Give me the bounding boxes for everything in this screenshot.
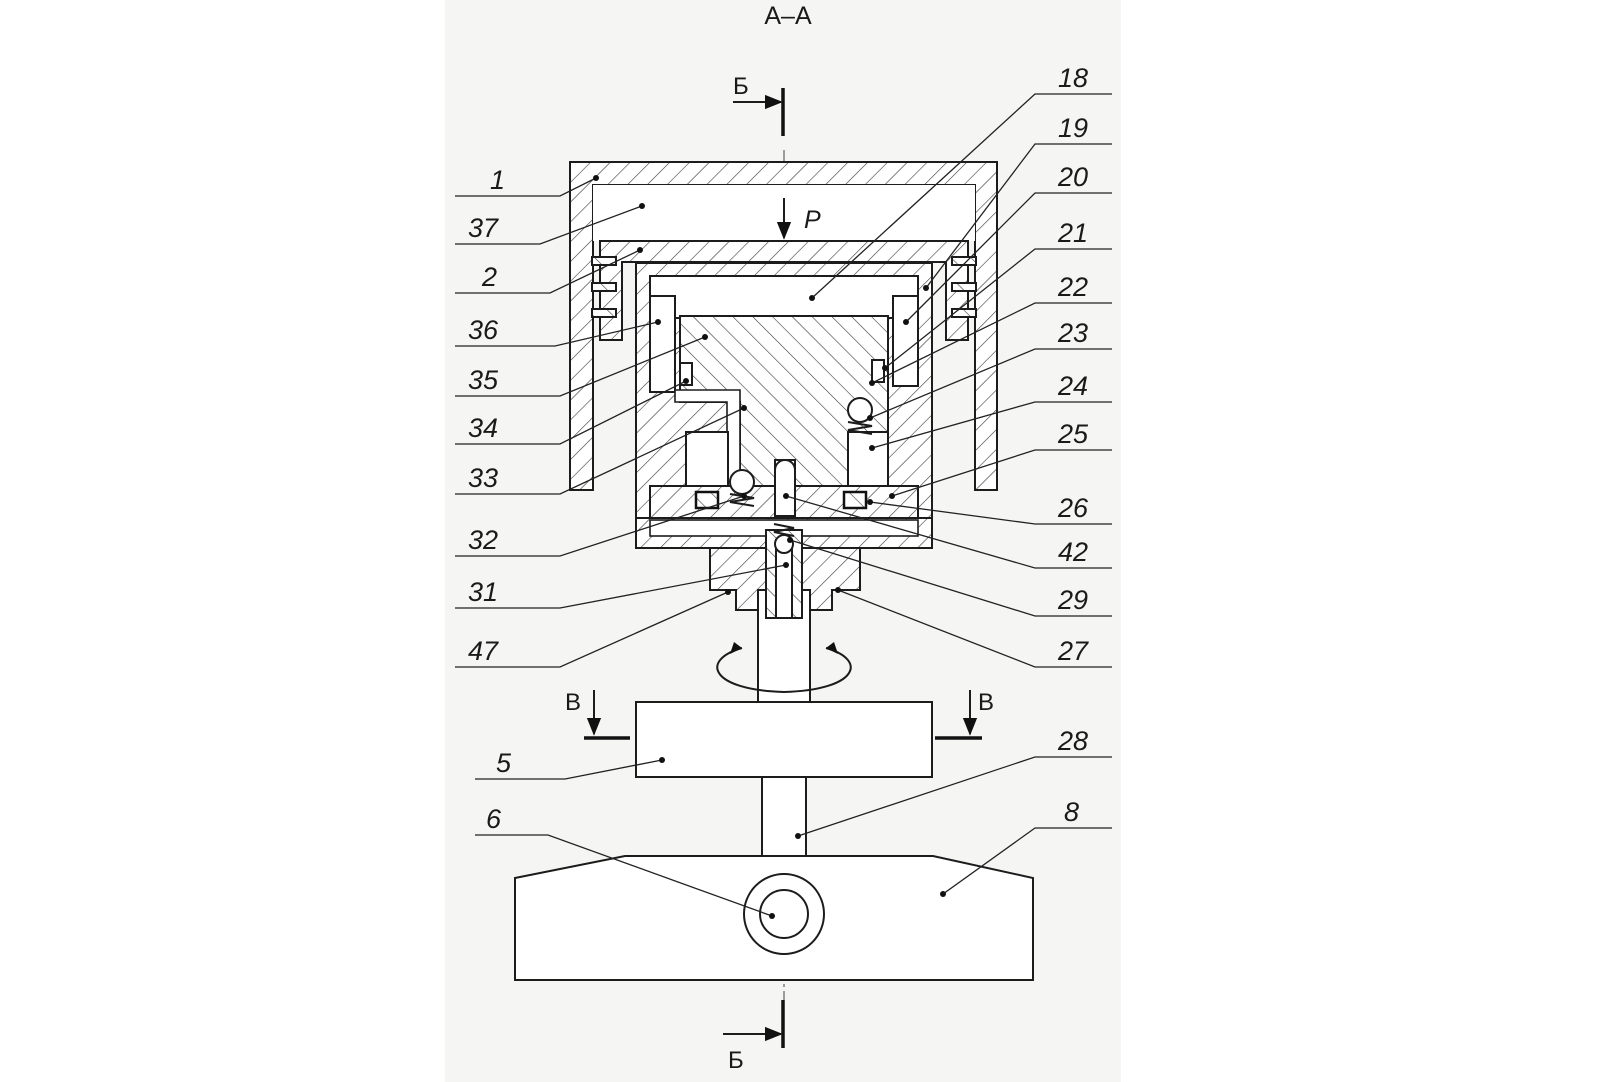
callout-20: 20 [903, 162, 1112, 325]
svg-text:1: 1 [490, 165, 505, 195]
svg-text:8: 8 [1064, 797, 1079, 827]
callout-35: 35 [455, 334, 708, 397]
seal-26 [842, 490, 868, 510]
svg-text:5: 5 [496, 748, 512, 778]
force-arrow: P [776, 198, 821, 240]
callout-26: 26 [867, 493, 1112, 525]
cavity-24 [847, 431, 889, 487]
section-mark-b-top-label: Б [733, 73, 749, 100]
svg-text:33: 33 [468, 463, 498, 493]
cavity-left-lower [685, 431, 729, 487]
channel-left [649, 295, 676, 393]
callout-37: 37 [455, 203, 645, 245]
svg-text:36: 36 [468, 315, 499, 345]
force-label: P [804, 206, 821, 234]
callout-36: 36 [455, 315, 661, 347]
block-5 [635, 701, 933, 778]
svg-text:47: 47 [468, 636, 499, 666]
svg-text:37: 37 [468, 213, 499, 243]
svg-text:24: 24 [1057, 371, 1088, 401]
callout-6: 6 [475, 804, 775, 919]
callout-1: 1 [455, 165, 599, 197]
rotation-arrow [716, 647, 852, 694]
callout-25: 25 [889, 419, 1112, 499]
svg-text:23: 23 [1057, 318, 1088, 348]
svg-text:25: 25 [1057, 419, 1089, 449]
valve-34 [679, 362, 693, 386]
callout-21: 21 [882, 218, 1112, 371]
section-mark-v-left-label: В [565, 689, 581, 716]
check-ball-left [729, 469, 755, 495]
section-mark-v-right-label: В [978, 689, 994, 716]
piston-rings-left [591, 256, 617, 318]
callouts-right: 18 19 20 21 22 23 24 25 [783, 63, 1112, 897]
piston-rings-right [951, 256, 977, 318]
svg-text:26: 26 [1057, 493, 1089, 523]
svg-text:18: 18 [1058, 63, 1088, 93]
section-title: A–A [764, 2, 812, 30]
callout-32: 32 [455, 493, 747, 557]
callout-27: 27 [835, 587, 1112, 668]
svg-text:2: 2 [481, 262, 497, 292]
svg-text:31: 31 [468, 577, 498, 607]
callout-47: 47 [455, 589, 731, 668]
svg-text:20: 20 [1057, 162, 1088, 192]
callout-34: 34 [455, 378, 689, 445]
svg-text:27: 27 [1057, 636, 1089, 666]
svg-text:21: 21 [1057, 218, 1088, 248]
callout-22: 22 [869, 272, 1112, 386]
callout-23: 23 [867, 318, 1112, 421]
svg-text:32: 32 [468, 525, 498, 555]
section-mark-v-right: В [935, 689, 994, 740]
callout-29: 29 [787, 537, 1112, 617]
callouts-left: 1 37 2 36 35 34 33 32 [455, 165, 789, 919]
callout-42: 42 [783, 493, 1112, 569]
svg-text:35: 35 [468, 365, 499, 395]
ball-22 [847, 397, 873, 423]
callout-24: 24 [869, 371, 1112, 451]
svg-text:34: 34 [468, 413, 498, 443]
eye-6-inner [759, 889, 809, 939]
svg-text:29: 29 [1057, 585, 1088, 615]
section-mark-b-top: Б [733, 73, 785, 136]
cavity-18 [649, 275, 919, 319]
callout-31: 31 [455, 562, 789, 609]
svg-text:28: 28 [1057, 726, 1088, 756]
svg-text:42: 42 [1058, 537, 1088, 567]
callout-19: 19 [923, 113, 1112, 291]
spring-23 [847, 421, 873, 435]
spring-29 [773, 523, 795, 537]
section-mark-v-left: В [565, 689, 630, 740]
svg-text:19: 19 [1058, 113, 1088, 143]
callout-8: 8 [940, 797, 1112, 897]
channel-right [892, 295, 919, 387]
callout-18: 18 [809, 63, 1112, 301]
callout-33: 33 [455, 405, 747, 495]
callout-28: 28 [795, 726, 1112, 839]
section-mark-b-bottom-label: Б [728, 1047, 744, 1074]
svg-text:22: 22 [1057, 272, 1088, 302]
section-mark-b-bottom: Б [723, 1000, 785, 1074]
callout-2: 2 [455, 247, 643, 294]
callout-5: 5 [475, 748, 665, 780]
svg-text:6: 6 [486, 804, 502, 834]
valve-21 [871, 359, 885, 383]
